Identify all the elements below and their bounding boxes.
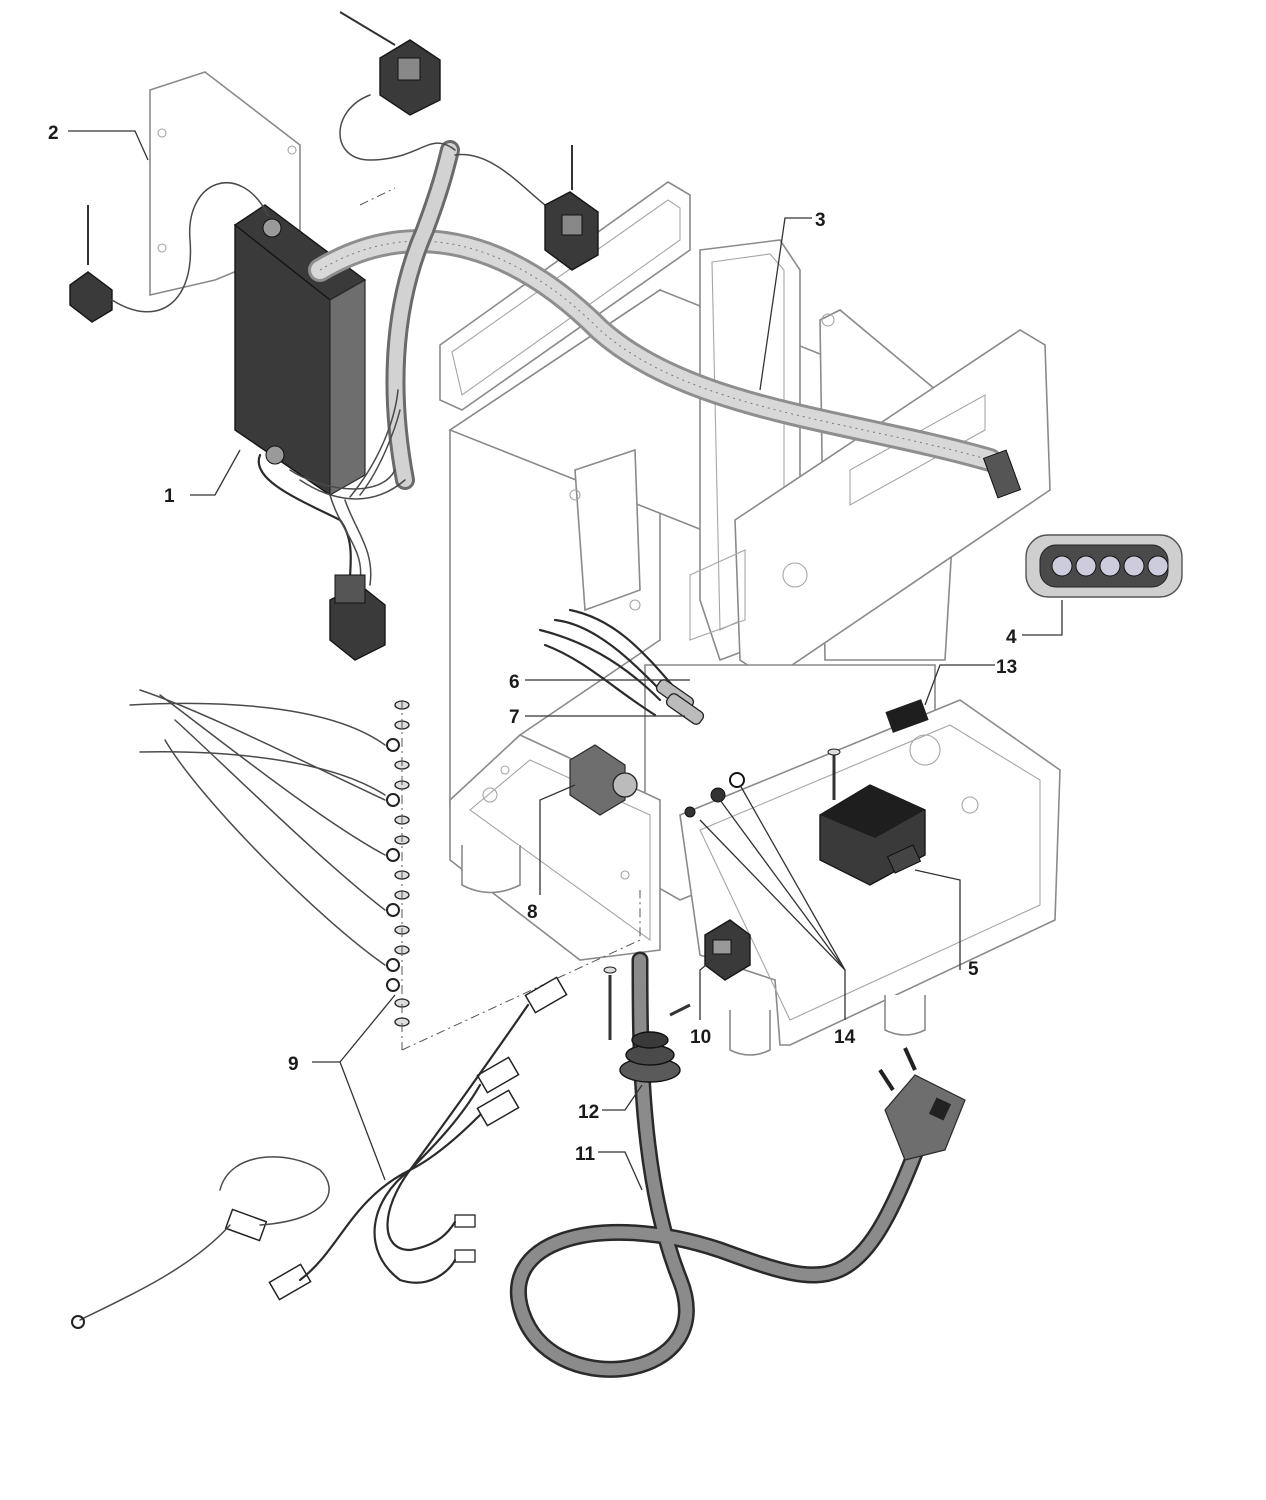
ring-terminal-wires [129, 689, 400, 992]
callout-13: 13 [996, 657, 1017, 678]
callout-12: 12 [578, 1102, 599, 1123]
callout-5: 5 [968, 959, 979, 980]
thermostat-part [569, 744, 638, 816]
callout-7: 7 [509, 707, 520, 728]
callout-10: 10 [690, 1027, 711, 1048]
wiring-harness [69, 11, 1022, 661]
keypad-panel [1025, 534, 1183, 598]
connector-cable-set [71, 976, 568, 1329]
power-cord [510, 951, 966, 1378]
callout-11: 11 [575, 1144, 596, 1165]
machine-frame [439, 181, 1061, 1056]
callout-leaders [68, 130, 1063, 1191]
callout-1: 1 [164, 486, 175, 507]
callout-3: 3 [815, 210, 826, 231]
transformer [819, 748, 926, 886]
callout-9: 9 [288, 1054, 299, 1075]
assembly-guide-lines [359, 187, 641, 1051]
cable-gland [603, 966, 691, 1083]
control-box [233, 204, 367, 497]
callout-14: 14 [834, 1027, 856, 1048]
power-switch [704, 919, 751, 981]
indicator-lamps [684, 772, 745, 818]
callout-4: 4 [1006, 627, 1017, 648]
callout-8: 8 [527, 902, 538, 923]
callout-labels: 1 2 3 4 5 6 7 8 9 10 11 12 13 14 [48, 123, 1017, 1165]
callout-2: 2 [48, 123, 59, 144]
heating-element-sockets [538, 608, 705, 725]
callout-6: 6 [509, 672, 520, 693]
